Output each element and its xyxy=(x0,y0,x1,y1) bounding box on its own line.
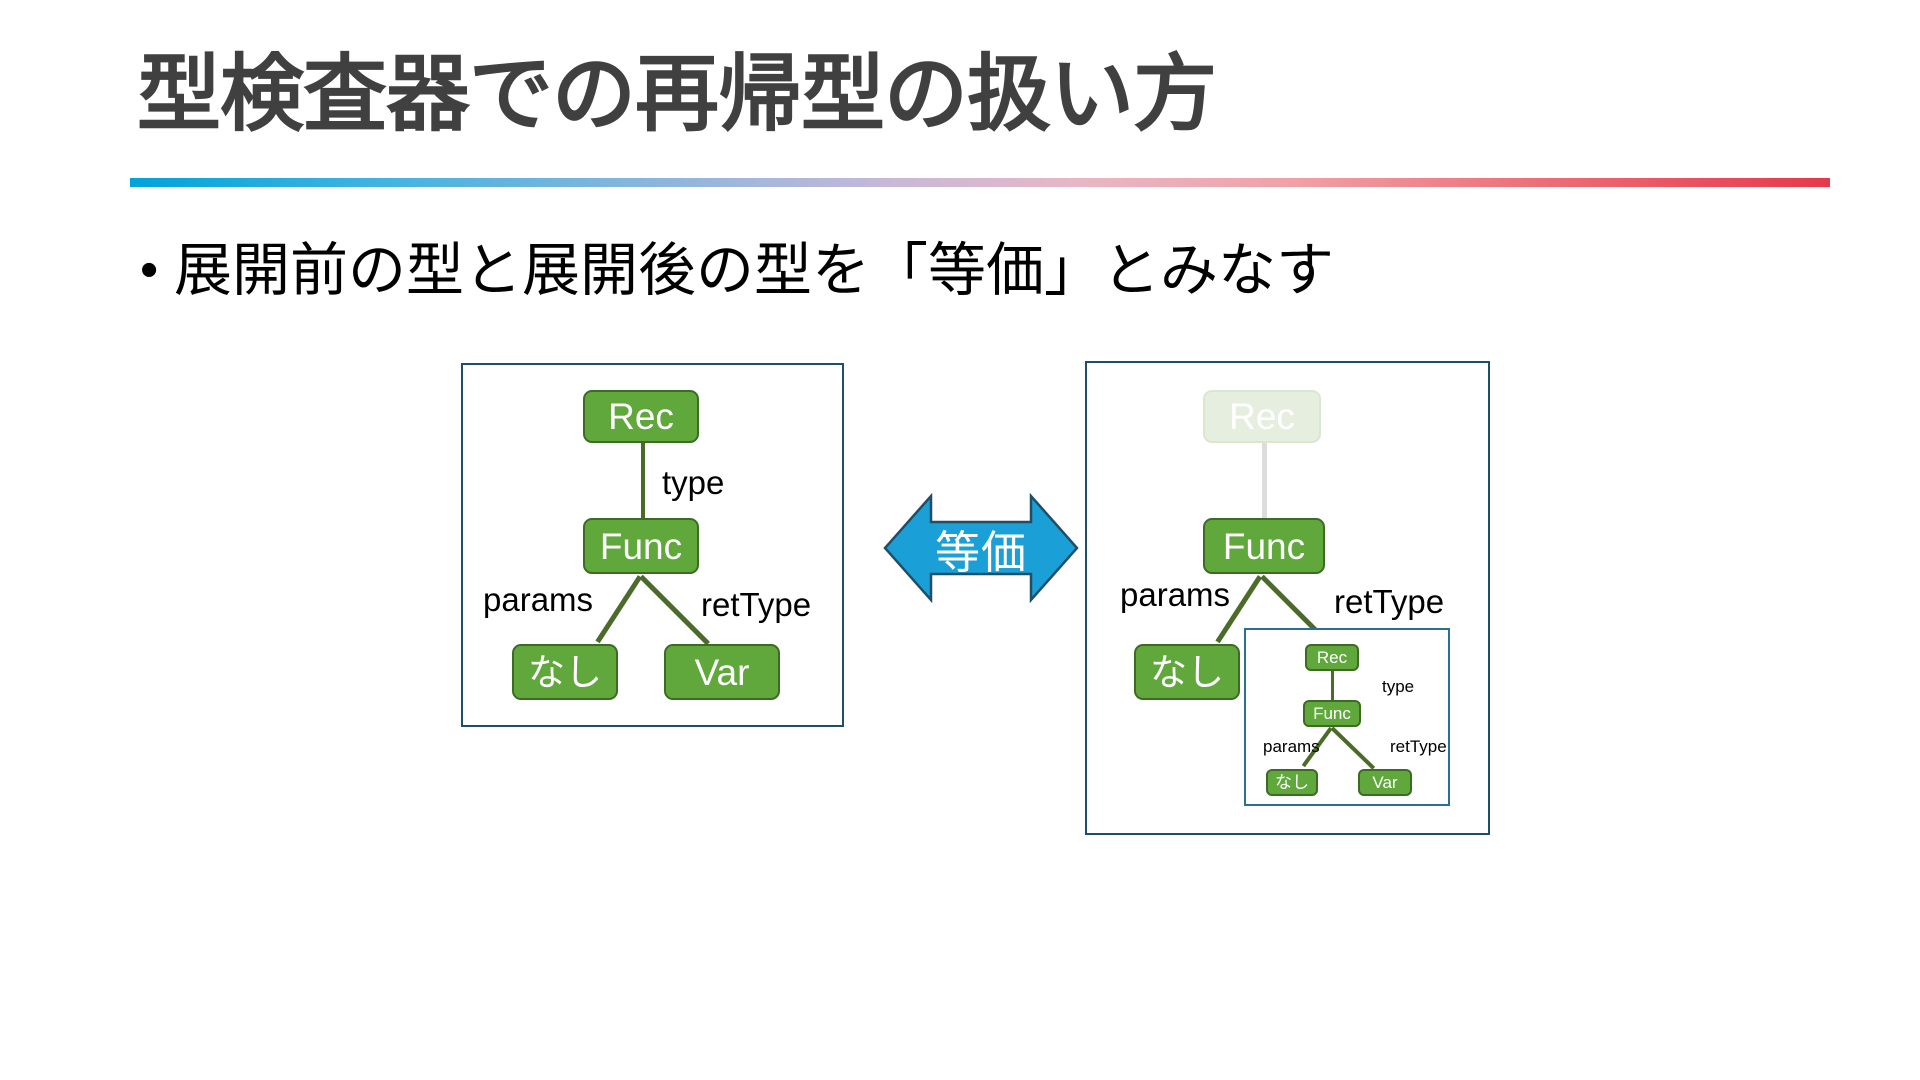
node-rettype-before: Var xyxy=(664,644,780,700)
node-label: なし xyxy=(1275,773,1309,792)
node-sub-rec: Rec xyxy=(1305,644,1359,671)
node-sub-rettype: Var xyxy=(1358,769,1412,796)
node-label: Rec xyxy=(608,396,674,437)
bullet-text: 展開前の型と展開後の型を「等価」とみなす xyxy=(174,238,1335,303)
node-rec-after-faded: Rec xyxy=(1203,390,1321,443)
equivalence-arrow: 等価 xyxy=(883,488,1079,608)
edge-label-rettype-before: retType xyxy=(701,586,812,623)
node-func-before: Func xyxy=(583,518,699,574)
edge-label-sub-type: type xyxy=(1382,677,1415,696)
edge-rec-to-func xyxy=(641,443,645,519)
node-rec-before: Rec xyxy=(583,390,699,443)
double-arrow-icon xyxy=(883,492,1079,604)
title-accent-rule xyxy=(130,178,1830,187)
edge-label-params-before: params xyxy=(483,581,594,618)
node-params-before: なし xyxy=(512,644,618,700)
edge-label-type-before: type xyxy=(662,464,725,501)
node-label: Func xyxy=(1222,525,1306,567)
edge-sub-rec-to-func xyxy=(1331,670,1334,701)
node-label: Rec xyxy=(1316,648,1348,667)
node-label: Var xyxy=(694,651,750,693)
edge-label-sub-params: params xyxy=(1263,737,1320,756)
node-sub-params: なし xyxy=(1266,769,1318,796)
bullet-list-item: • 展開前の型と展開後の型を「等価」とみなす xyxy=(140,238,1334,305)
edge-label-sub-rettype: retType xyxy=(1390,737,1447,756)
node-label: Var xyxy=(1372,773,1398,792)
node-label: Func xyxy=(1313,704,1351,723)
edge-label-rettype-after: retType xyxy=(1334,583,1445,620)
node-label: なし xyxy=(528,651,602,693)
page-title: 型検査器での再帰型の扱い方 xyxy=(137,47,1217,141)
node-func-after: Func xyxy=(1203,518,1325,574)
edge-label-params-after: params xyxy=(1120,576,1231,613)
node-label: なし xyxy=(1150,651,1224,693)
bullet-marker-icon: • xyxy=(140,241,159,299)
edge-rec-to-func-faded xyxy=(1262,443,1267,519)
node-label: Rec xyxy=(1229,396,1295,437)
node-label: Func xyxy=(599,525,683,567)
node-sub-func: Func xyxy=(1303,700,1361,727)
node-params-after: なし xyxy=(1134,644,1240,700)
